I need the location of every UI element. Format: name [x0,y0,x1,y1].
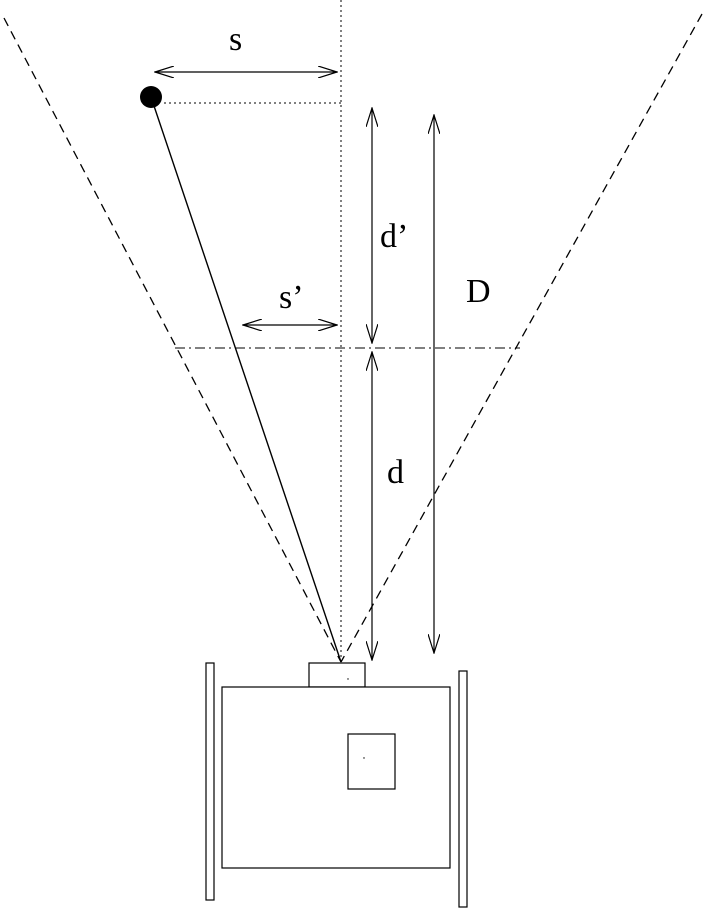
projection-ray [150,96,342,663]
right-wheel [458,670,468,908]
label-s-prime: s’ [279,279,304,316]
label-d: d [387,454,404,491]
label-d-prime: d’ [380,218,408,255]
robot-body [221,686,451,869]
fov-right-edge [340,13,703,663]
robot-inner-box [347,733,396,790]
left-wheel [205,662,215,901]
fov-left-edge [3,17,342,663]
lens-center-dot [347,678,349,680]
label-D: D [466,273,491,310]
inner-box-dot [363,757,365,759]
label-s: s [229,21,242,58]
camera-lens [308,662,366,688]
